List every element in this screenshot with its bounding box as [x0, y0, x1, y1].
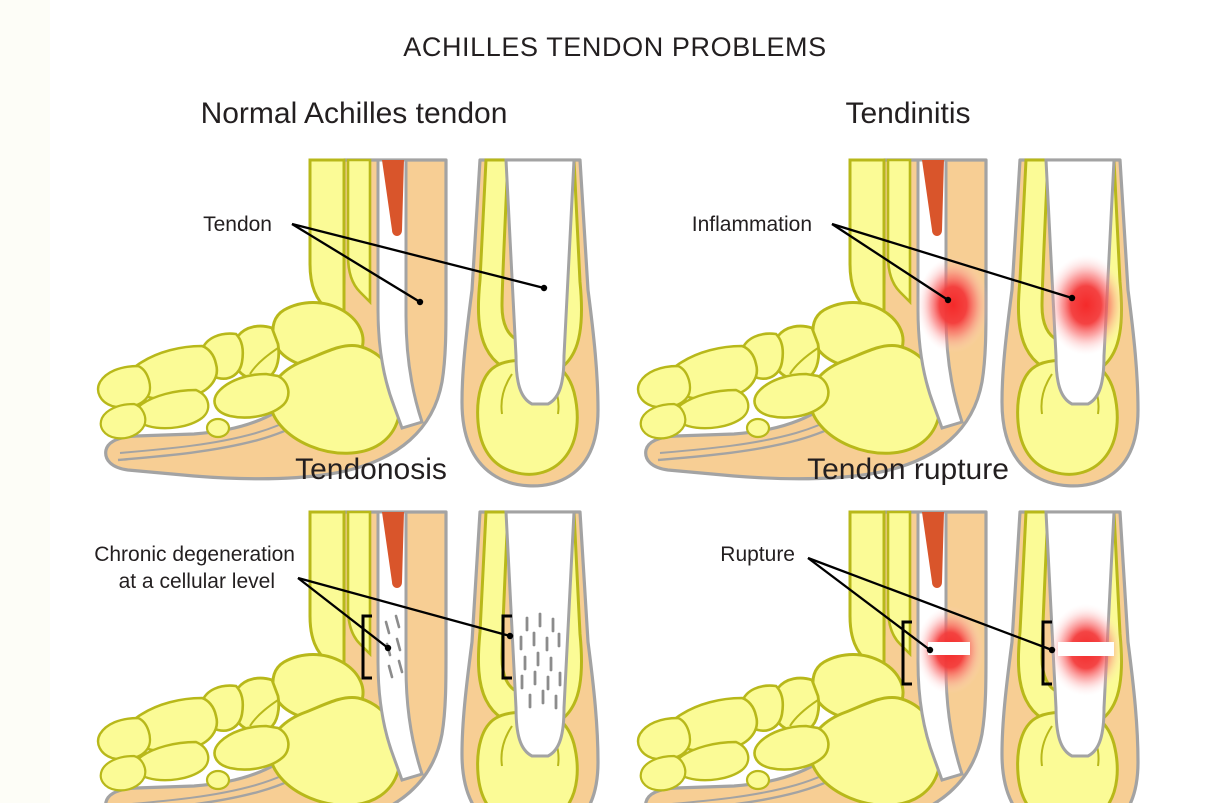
leader-line-lateral: [291, 223, 421, 303]
leader-line-lateral: [831, 223, 949, 301]
bracket-posterior: [1041, 620, 1052, 686]
annotation-label-tendon: Tendon: [203, 213, 272, 236]
bracket-posterior: [501, 614, 512, 680]
panel-tendonosis: Tendonosis: [94, 453, 600, 803]
lateral-view-rupture: [636, 510, 988, 803]
leader-dot-lateral: [416, 298, 424, 306]
annotation-label-rupture: Rupture: [720, 543, 795, 566]
rupture-gap-posterior: [1058, 642, 1114, 656]
leader-dot-posterior: [1048, 646, 1056, 654]
leader-line-lateral: [807, 557, 931, 651]
posterior-view-rupture: [1000, 510, 1140, 803]
panel-tendinitis: Tendinitis Inflammation: [636, 97, 1140, 488]
leader-dot-lateral: [944, 296, 952, 304]
leader-line-lateral: [297, 577, 389, 649]
annotation-label-degeneration-line2: at a cellular level: [119, 570, 275, 593]
leader-line-posterior: [831, 222, 1073, 300]
annotation-label-degeneration-line1: Chronic degeneration: [94, 543, 295, 566]
panel-title-tendinitis: Tendinitis: [845, 97, 970, 130]
posterior-view-tendinitis: [1000, 158, 1140, 488]
degeneration-marks-posterior: [519, 612, 562, 710]
leader-line-posterior: [297, 576, 511, 638]
leader-line-posterior: [291, 222, 545, 290]
degeneration-marks-lateral: [384, 614, 404, 679]
annotation-label-inflammation: Inflammation: [692, 213, 812, 236]
lateral-view-tendonosis: [96, 510, 448, 803]
annotation-rupture: Rupture: [720, 543, 1056, 654]
panel-title-tendonosis: Tendonosis: [295, 453, 447, 486]
panel-normal: Normal Achilles tendon Tendon: [96, 97, 600, 488]
rupture-gap-lateral: [928, 642, 970, 655]
panel-title-rupture: Tendon rupture: [807, 453, 1009, 486]
leader-dot-lateral: [926, 646, 934, 654]
annotation-inflammation: Inflammation: [692, 213, 1076, 304]
posterior-view-normal: [460, 158, 600, 488]
panel-rupture: Tendon rupture Rupture: [636, 453, 1140, 803]
bracket-lateral: [361, 614, 372, 680]
posterior-view-tendonosis: [460, 510, 600, 803]
leader-dot-lateral: [384, 644, 392, 652]
leader-dot-posterior: [540, 284, 548, 292]
left-edge-band: [0, 0, 50, 803]
annotation-degeneration: Chronic degeneration at a cellular level: [94, 543, 514, 652]
inflammation-glow-posterior: [1046, 255, 1126, 355]
inflammation-glow-lateral: [917, 257, 989, 353]
bracket-lateral: [901, 620, 912, 686]
page-title: ACHILLES TENDON PROBLEMS: [403, 32, 827, 62]
lateral-view-normal: [96, 158, 448, 481]
panel-title-normal: Normal Achilles tendon: [201, 97, 508, 130]
leader-dot-posterior: [506, 632, 514, 640]
annotation-tendon: Tendon: [203, 213, 548, 306]
lateral-view-tendinitis: [636, 158, 989, 481]
leader-dot-posterior: [1068, 294, 1076, 302]
leader-line-posterior: [807, 556, 1053, 652]
